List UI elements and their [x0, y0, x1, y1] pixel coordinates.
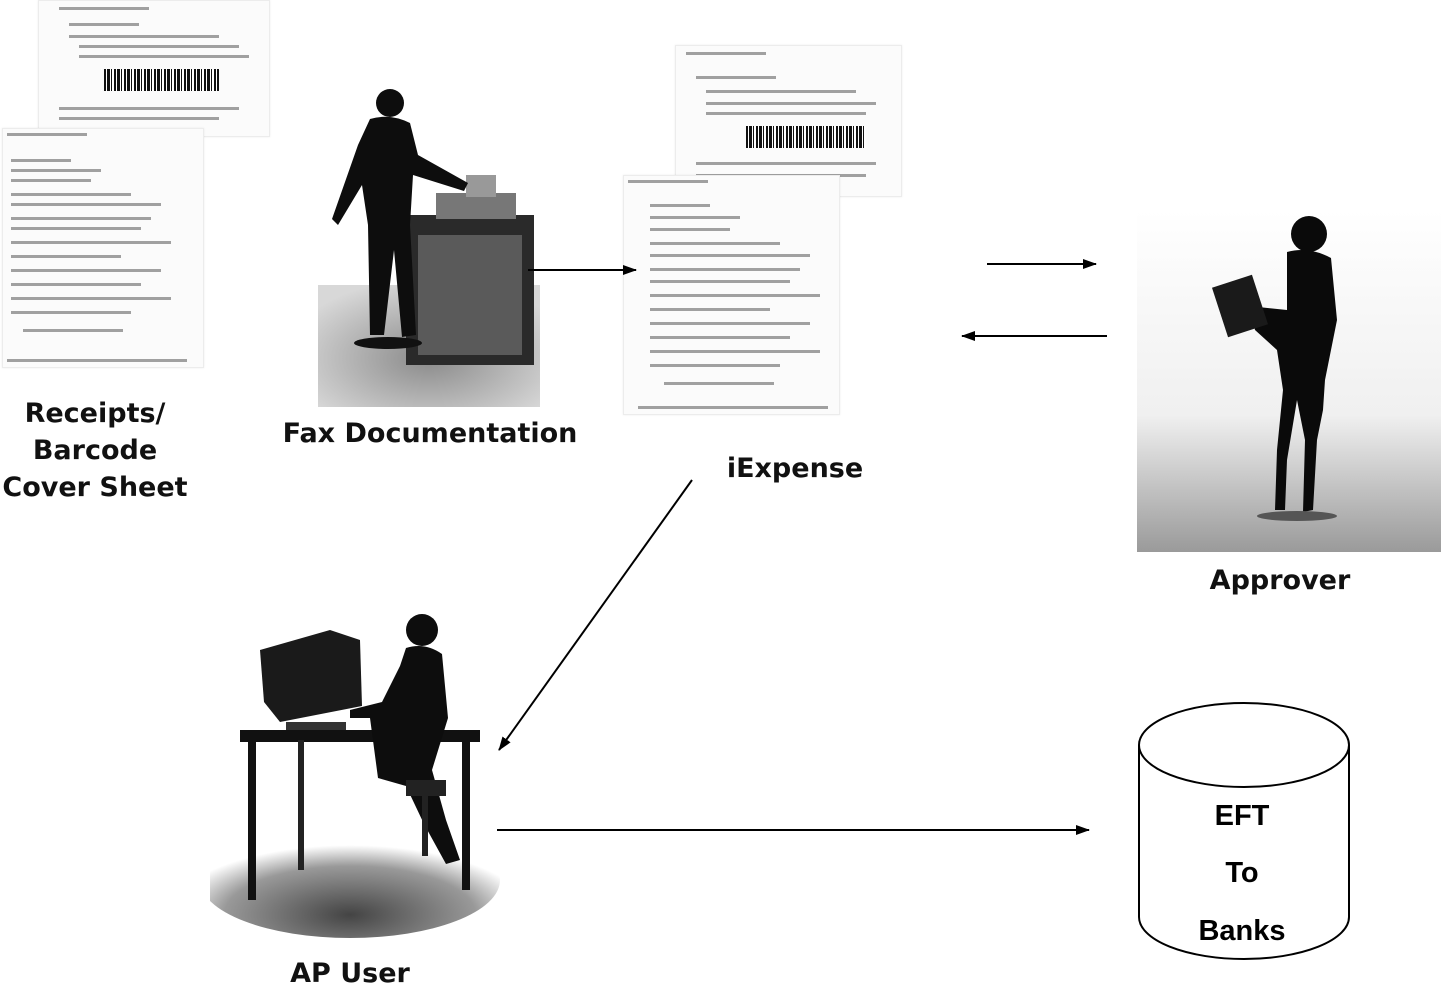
arrow-iexpense-to-ap-user — [498, 479, 693, 751]
iexpense-page-front — [623, 175, 840, 415]
ap-user-photo — [210, 610, 500, 940]
approver-person-photo — [1137, 210, 1441, 552]
eft-line-1: EFT — [1214, 800, 1270, 832]
approver-label: Approver — [1209, 565, 1351, 596]
iexpense-document-stack — [623, 45, 902, 415]
receipts-document-stack — [0, 0, 270, 370]
iexpense-page-back — [675, 45, 902, 197]
eft-line-3: Banks — [1198, 915, 1286, 947]
barcode-graphic — [104, 69, 219, 91]
iexpense-barcode-graphic — [746, 126, 866, 148]
receipt-page-front — [2, 128, 204, 368]
fax-person-photo — [318, 85, 540, 407]
receipts-label-line-3: Cover Sheet — [2, 472, 188, 503]
ap-user-label: AP User — [290, 958, 410, 989]
receipt-page-back — [38, 0, 270, 137]
fax-label: Fax Documentation — [282, 418, 578, 449]
receipts-label-line-1: Receipts/ — [24, 398, 166, 429]
iexpense-label: iExpense — [726, 453, 864, 484]
receipts-label: Receipts/ Barcode Cover Sheet — [0, 395, 190, 506]
eft-cylinder — [1138, 702, 1350, 960]
receipts-label-line-2: Barcode — [32, 435, 158, 466]
eft-line-2: To — [1225, 857, 1259, 889]
